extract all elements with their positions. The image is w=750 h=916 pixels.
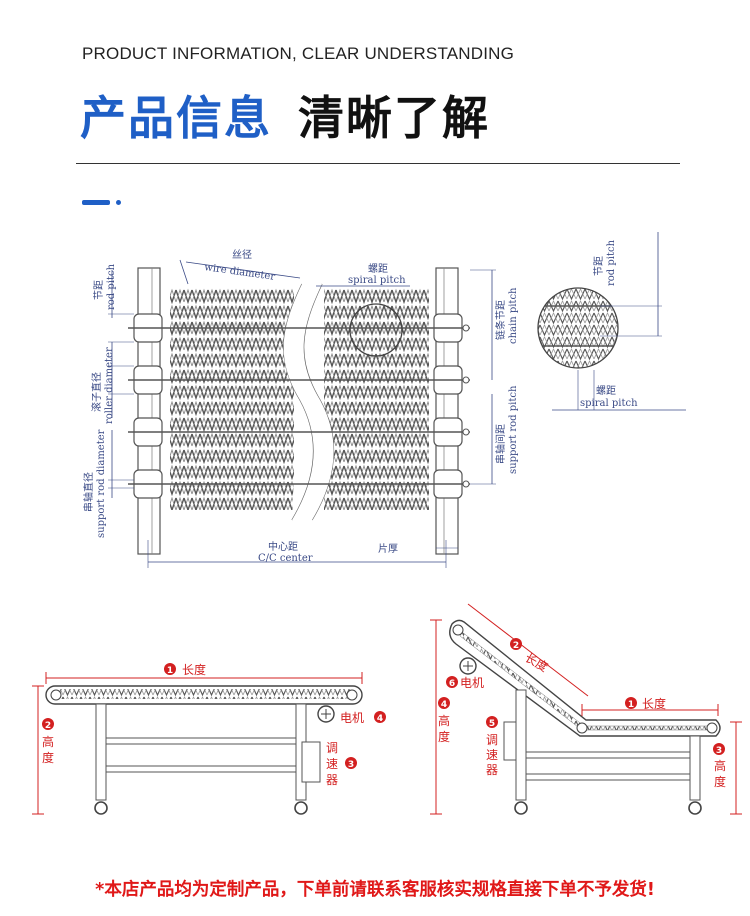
section-title-cn: 产品信息清晰了解	[80, 82, 490, 148]
support-rod-pitch-cn: 串轴间距	[494, 424, 507, 464]
spiral-pitch-cn: 螺距	[368, 263, 388, 275]
incline-speed-1: 调	[486, 733, 498, 747]
detail-magnifier	[537, 287, 619, 369]
incline-height-left-2: 度	[438, 729, 450, 744]
incline-speed-num: 5	[489, 719, 495, 729]
rod-pitch-cn: 节距	[93, 280, 105, 300]
roller-diameter-en: roller diameter	[104, 347, 115, 424]
flat-speed-label-1: 调	[326, 741, 338, 755]
incline-height-right-1: 高	[714, 758, 726, 773]
mesh-right-section	[324, 288, 429, 510]
flat-length-num: 1	[167, 666, 173, 676]
mesh-left-section	[170, 288, 294, 510]
mesh-belt-drawing: 丝径 wire diameter 螺距 spiral pitch 节距 rod …	[82, 232, 686, 568]
title-blue-part: 产品信息	[80, 91, 272, 145]
flat-speed-num: 3	[348, 760, 354, 770]
support-rod-diameter-en: support rod diameter	[96, 429, 107, 538]
wire-diameter-en: wire diameter	[204, 262, 276, 283]
flat-motor-num: 4	[377, 714, 383, 724]
thickness-cn: 片厚	[378, 542, 398, 555]
footer-notice: *本店产品均为定制产品，下单前请联系客服核实规格直接下单不予发货!	[95, 880, 655, 900]
title-divider	[76, 163, 680, 164]
incline-speed-3: 器	[486, 763, 498, 777]
flat-height-label-2: 度	[42, 750, 54, 765]
incline-height-right-num: 3	[716, 746, 722, 756]
flat-conveyor-diagram: 1 长度 2 高 度 调 速 3 器 电机 4	[32, 662, 386, 815]
flat-height-label-1: 高	[42, 734, 54, 749]
title-black-part: 清晰了解	[298, 91, 490, 145]
incline-height-left-1: 高	[438, 713, 450, 728]
detail-rod-pitch-en: rod pitch	[606, 239, 617, 286]
spiral-pitch-en: spiral pitch	[348, 275, 406, 286]
incline-conveyor-diagram: 2 长度 1 长度 6 电机 4 高 度 5 调 速 器 3 高 度	[430, 603, 742, 815]
accent-dot	[116, 200, 121, 205]
chain-pitch-cn: 链条节距	[494, 300, 507, 340]
chain-pitch-en: chain pitch	[508, 287, 519, 344]
flat-length-label: 长度	[182, 662, 206, 677]
incline-height-left-num: 4	[441, 700, 447, 710]
section-subtitle-en: PRODUCT INFORMATION, CLEAR UNDERSTANDING	[82, 44, 515, 63]
detail-rod-pitch-cn: 节距	[593, 256, 605, 276]
incline-motor-num: 6	[449, 679, 455, 689]
incline-speed-2: 速	[486, 748, 498, 762]
flat-motor-label: 电机	[340, 711, 364, 725]
support-rod-diameter-cn: 串轴直径	[82, 472, 95, 512]
roller-diameter-cn: 滚子直径	[90, 372, 103, 412]
detail-spiral-pitch-cn: 螺距	[596, 385, 616, 397]
detail-spiral-pitch-en: spiral pitch	[580, 398, 638, 409]
cc-center-en: C/C center	[258, 553, 313, 564]
incline-length-label: 长度	[523, 650, 551, 675]
wire-diameter-cn: 丝径	[232, 248, 252, 261]
incline-flat-length-label: 长度	[642, 696, 666, 711]
support-rod-pitch-en: support rod pitch	[508, 385, 519, 474]
accent-bar	[82, 200, 110, 205]
cc-center-cn: 中心距	[268, 540, 298, 553]
incline-motor-label: 电机	[460, 676, 484, 690]
rod-pitch-en: rod pitch	[106, 263, 117, 310]
flat-speed-label-3: 器	[326, 773, 338, 787]
flat-speed-label-2: 速	[326, 757, 338, 771]
incline-height-right-2: 度	[714, 774, 726, 789]
incline-flat-length-num: 1	[628, 700, 634, 710]
flat-height-num: 2	[45, 721, 51, 731]
incline-length-num: 2	[513, 641, 519, 651]
